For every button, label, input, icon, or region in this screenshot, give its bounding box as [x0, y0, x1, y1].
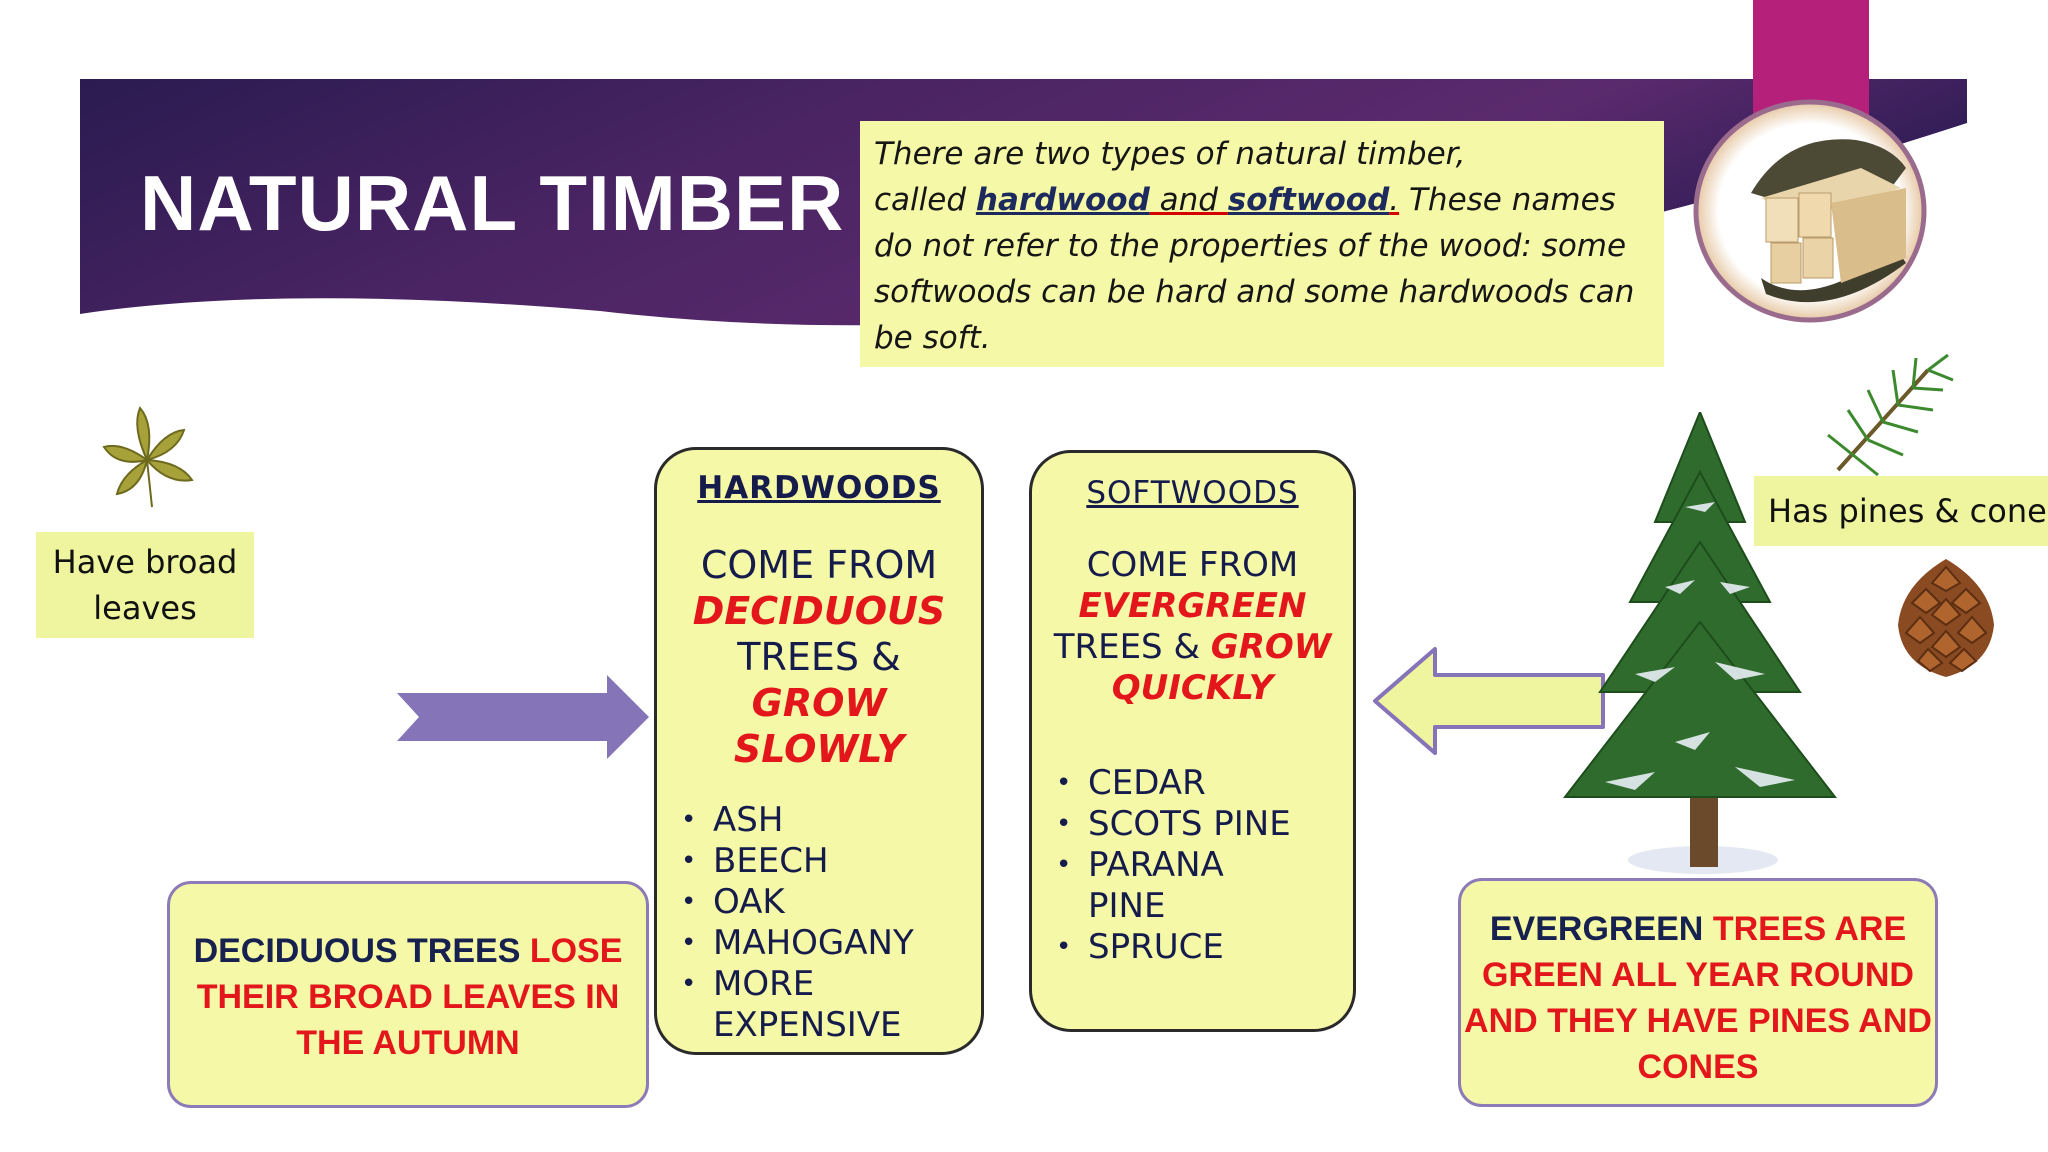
intro-called: called: [874, 182, 976, 218]
softwoods-grow: GROW: [1210, 627, 1332, 667]
softwoods-card: SOFTWOODS COME FROM EVERGREEN TREES & GR…: [1029, 450, 1356, 1032]
softwoods-tree-type: EVERGREEN: [1078, 586, 1307, 626]
pines-cones-label: Has pines & cones: [1754, 476, 2048, 546]
pine-branch-icon: [1827, 353, 1954, 477]
hardwoods-card: HARDWOODS COME FROM DECIDUOUS TREES & GR…: [654, 447, 984, 1055]
page-title: NATURAL TIMBER: [140, 159, 845, 247]
hardwood-keyword: hardwood: [975, 182, 1150, 218]
leaf-icon: [102, 406, 194, 508]
evergreen-tree-icon: [1562, 412, 1838, 874]
intro-rest: These names do not refer to the properti…: [874, 182, 1635, 356]
hardwoods-list: ASH BEECH OAK MAHOGANY MORE EXPENSIVE: [681, 800, 961, 1046]
deciduous-note-red: LOSE THEIR BROAD LEAVES IN THE AUTUMN: [196, 932, 623, 1062]
broad-leaves-label: Have broad leaves: [36, 532, 254, 638]
intro-line-1: There are two types of natural timber,: [874, 136, 1466, 172]
list-item: SCOTS PINE: [1056, 804, 1306, 845]
softwoods-trees-and: TREES &: [1053, 627, 1211, 667]
list-item: BEECH: [681, 841, 961, 882]
list-item: MAHOGANY: [681, 923, 961, 964]
hardwoods-speed: SLOWLY: [733, 727, 905, 771]
hardwoods-trees-and: TREES &: [737, 635, 901, 679]
intro-and: and: [1149, 182, 1228, 218]
hardwoods-description: COME FROM DECIDUOUS TREES & GROW SLOWLY: [657, 542, 981, 772]
list-item: ASH: [681, 800, 961, 841]
evergreen-note-navy: EVERGREEN: [1489, 910, 1713, 948]
hardwoods-heading: HARDWOODS: [697, 470, 941, 506]
intro-text-box: There are two types of natural timber, c…: [860, 121, 1664, 367]
right-arrow-icon: [397, 675, 649, 759]
left-arrow-icon: [1373, 647, 1605, 755]
timber-log-icon: [1693, 99, 1927, 323]
intro-period: .: [1389, 182, 1400, 218]
softwoods-list: CEDAR SCOTS PINE PARANA PINE SPRUCE: [1056, 763, 1306, 968]
softwoods-come-from: COME FROM: [1086, 545, 1299, 585]
softwood-keyword: softwood: [1227, 182, 1390, 218]
list-item: SPRUCE: [1056, 927, 1306, 968]
hardwoods-tree-type: DECIDUOUS: [692, 589, 946, 633]
hardwoods-come-from: COME FROM: [700, 543, 938, 587]
hardwoods-grow: GROW: [751, 681, 887, 725]
softwoods-description: COME FROM EVERGREEN TREES & GROW QUICKLY: [1032, 545, 1353, 709]
evergreen-note-red: TREES ARE GREEN ALL YEAR ROUND AND THEY …: [1464, 910, 1932, 1086]
list-item: OAK: [681, 882, 961, 923]
softwoods-speed: QUICKLY: [1111, 668, 1274, 708]
evergreen-note: EVERGREEN TREES ARE GREEN ALL YEAR ROUND…: [1458, 878, 1938, 1107]
list-item: CEDAR: [1056, 763, 1306, 804]
deciduous-note: DECIDUOUS TREES LOSE THEIR BROAD LEAVES …: [167, 881, 649, 1108]
deciduous-note-navy: DECIDUOUS TREES: [193, 932, 530, 970]
pine-cone-icon: [1898, 559, 1994, 677]
softwoods-heading: SOFTWOODS: [1086, 475, 1299, 511]
list-item: PARANA PINE: [1056, 845, 1238, 927]
list-item: MORE EXPENSIVE: [681, 964, 913, 1046]
